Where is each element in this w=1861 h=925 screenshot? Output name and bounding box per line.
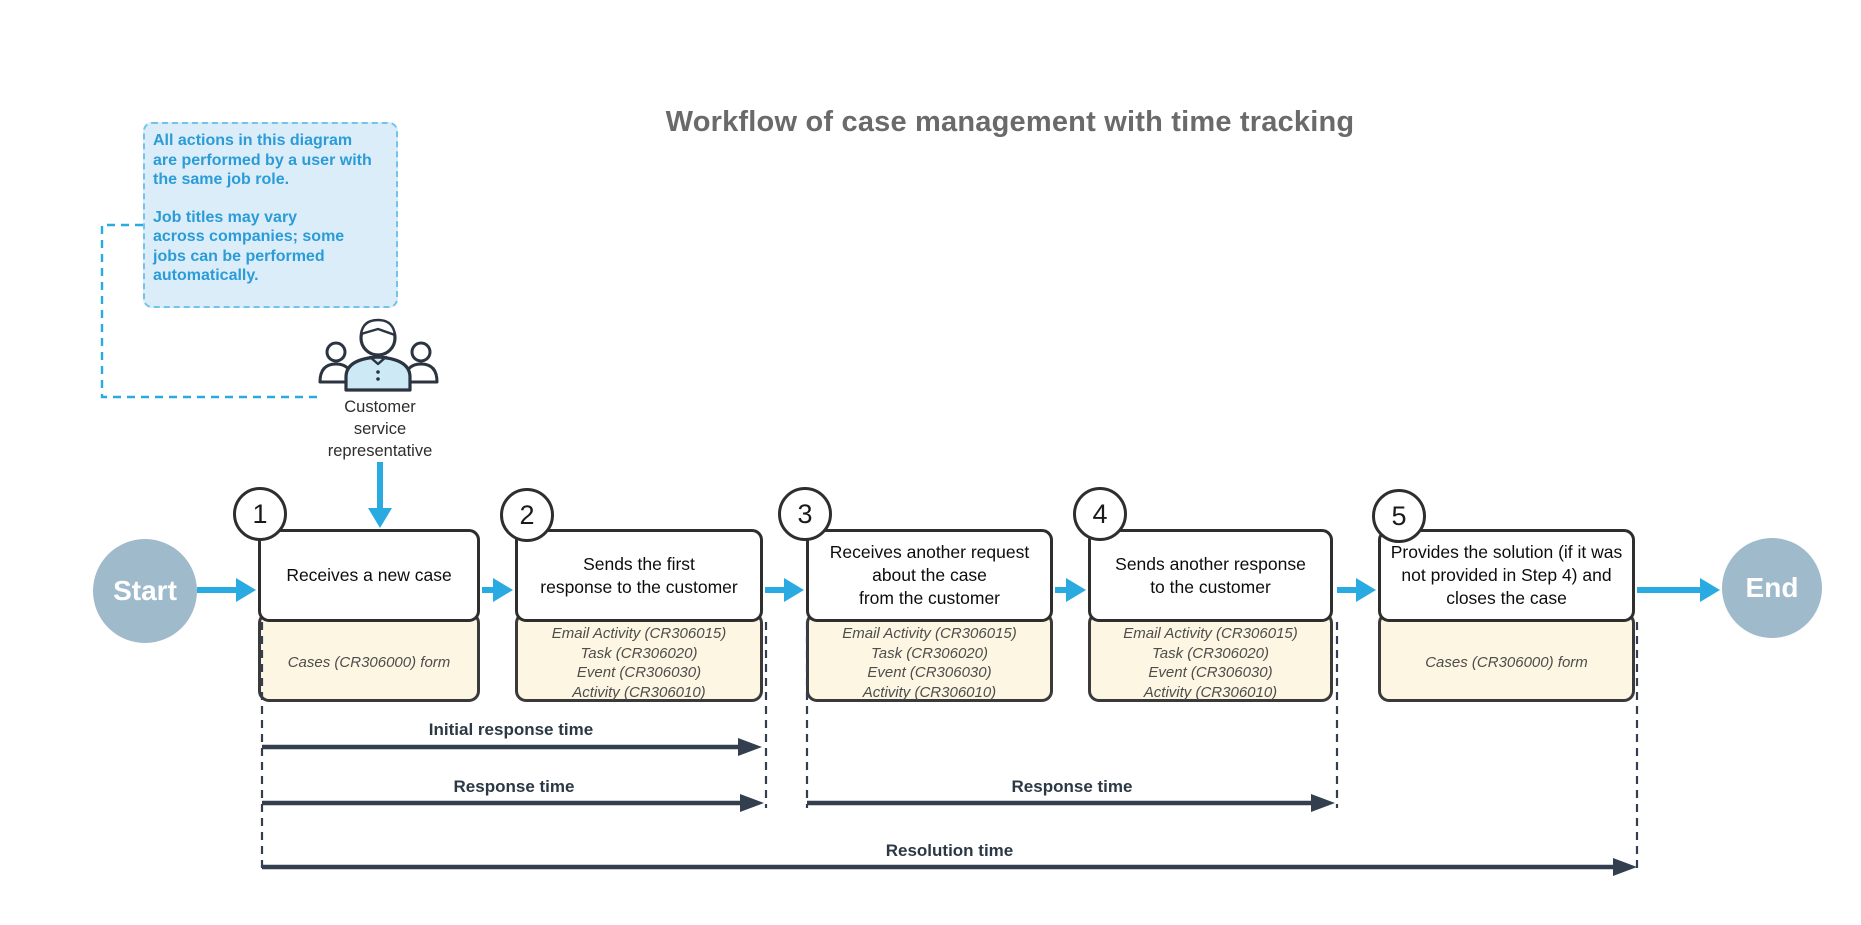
step-5-action-box: Provides the solution (if it was not pro… [1378,529,1635,622]
form-ref: Activity (CR306010) [862,683,997,701]
actor-label-line: representative [327,442,433,460]
step-title-line: not provided in Step 4) and [1401,565,1612,585]
end-node-label: End [1745,572,1799,603]
timeline-label-initial-response: Initial response time [428,720,594,739]
timeline-label-resolution: Resolution time [885,841,1014,860]
form-ref: Email Activity (CR306015) [842,625,1017,642]
step-title-line: Receives a new case [286,565,452,585]
form-ref: Activity (CR306010) [1143,683,1278,701]
step-1-number-badge: 1 [233,487,287,541]
customer-service-icon [318,318,439,392]
end-node: End [1722,538,1822,638]
form-ref: Task (CR306020) [1151,644,1269,662]
start-node-label: Start [113,575,177,606]
timeline-arrow-initial-response [262,738,762,756]
step-1-action-box: Receives a new case [258,529,480,622]
note-text-line: the same job role. [153,171,290,188]
step-number: 2 [519,499,535,530]
note-text-line: across companies; some [153,228,345,245]
form-ref: Task (CR306020) [580,644,698,662]
start-node: Start [93,539,197,643]
step-number: 5 [1391,500,1407,531]
step-3-action-box: Receives another request about the case … [806,529,1053,622]
step-title-line: Provides the solution (if it was [1390,542,1623,562]
step-2-number-badge: 2 [500,488,554,542]
note-text-line: Job titles may vary [153,208,298,226]
step-number: 4 [1092,498,1108,529]
form-ref: Event (CR306030) [576,664,702,681]
form-ref: Email Activity (CR306015) [551,625,727,642]
note-text-line: All actions in this diagram [153,132,353,149]
timeline-label-response-1: Response time [453,777,575,796]
flow-arrow-2-to-3 [765,578,804,602]
step-title-line: response to the customer [540,576,738,597]
actor-label-line: service [353,420,407,438]
actor-label-line: Customer [344,398,416,416]
page-title: Workflow of case management with time tr… [665,106,1355,138]
form-ref: Cases (CR306000) form [1425,654,1588,672]
actor-arrow [368,462,392,528]
step-5-number-badge: 5 [1372,489,1426,543]
flow-arrow-1-to-2 [482,578,513,602]
note-text-line: are performed by a user with [153,151,372,169]
form-ref: Email Activity (CR306015) [1123,625,1298,642]
step-title-line: closes the case [1446,588,1567,608]
step-5-forms-box: Cases (CR306000) form [1378,612,1635,702]
flow-arrow-5-to-end [1637,578,1720,602]
actor-label: Customer service representative [312,396,448,462]
note-box: All actions in this diagram are performe… [143,122,398,308]
step-title-line: from the customer [858,588,1001,608]
note-text-line: jobs can be performed [153,247,325,265]
step-4-action-box: Sends another response to the customer [1088,529,1333,622]
step-title-line: Sends another response [1115,553,1306,574]
timeline-label-response-2: Response time [1011,777,1133,796]
form-ref: Activity (CR306010) [572,683,706,701]
step-title-line: Receives another request [829,542,1030,562]
step-4-number-badge: 4 [1073,487,1127,541]
step-number: 3 [797,498,813,529]
step-3-forms-box: Email Activity (CR306015) Task (CR306020… [806,612,1053,702]
note-text-line [153,190,390,208]
form-ref: Cases (CR306000) form [287,654,451,672]
form-ref: Event (CR306030) [867,664,992,681]
flow-arrow-4-to-5 [1337,578,1376,602]
step-title-line: to the customer [1150,576,1271,597]
note-text-line: automatically. [153,267,259,284]
form-ref: Task (CR306020) [870,644,988,662]
flow-arrow-3-to-4 [1055,578,1086,602]
flow-arrow-start-to-1 [197,578,256,602]
form-ref: Event (CR306030) [1148,664,1273,681]
step-title-line: Sends the first [583,553,695,574]
step-title-line: about the case [872,565,987,585]
step-3-number-badge: 3 [778,487,832,541]
step-2-action-box: Sends the first response to the customer [515,529,763,622]
step-number: 1 [252,498,268,529]
step-2-forms-box: Email Activity (CR306015) Task (CR306020… [515,612,763,702]
step-1-forms-box: Cases (CR306000) form [258,612,480,702]
step-4-forms-box: Email Activity (CR306015) Task (CR306020… [1088,612,1333,702]
